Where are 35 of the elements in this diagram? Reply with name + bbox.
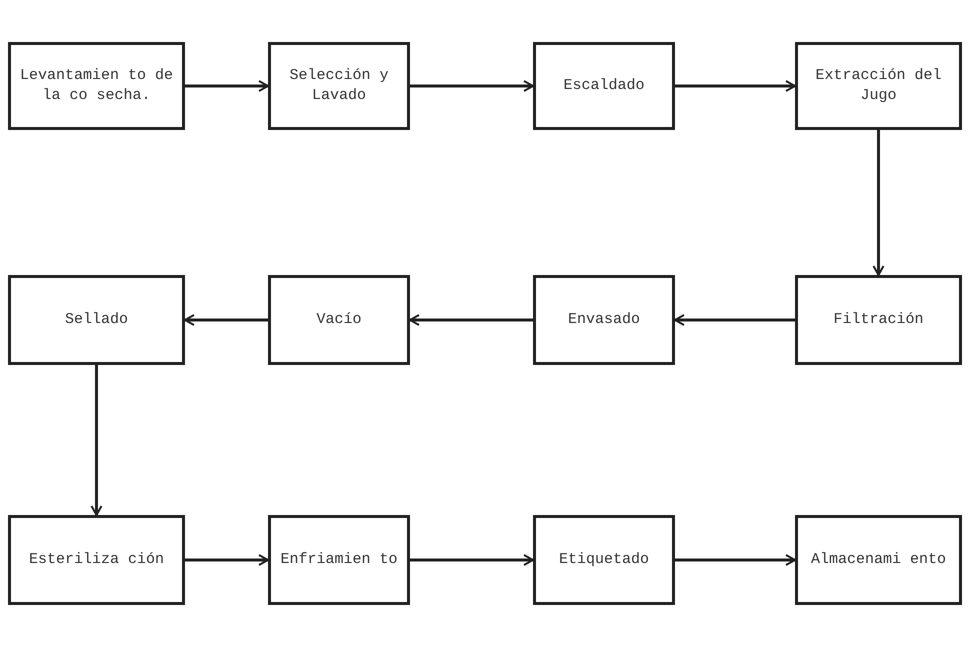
- process-box: [795, 42, 962, 130]
- arrow: [410, 554, 534, 566]
- process-label: Filtración: [833, 310, 924, 330]
- process-label: Etiquetado: [558, 550, 649, 570]
- arrow: [185, 554, 269, 566]
- process-box: [8, 275, 185, 365]
- process-box: [268, 42, 410, 130]
- arrow: [872, 130, 884, 276]
- arrow: [675, 80, 796, 92]
- process-label: Enfriamien to: [280, 550, 398, 570]
- process-box: [268, 515, 410, 605]
- process-label: Extracción del Jugo: [814, 66, 943, 106]
- process-box: [8, 515, 185, 605]
- arrow: [409, 314, 533, 326]
- process-box: [533, 275, 675, 365]
- arrow: [410, 80, 534, 92]
- process-box: [533, 42, 675, 130]
- process-box: [268, 275, 410, 365]
- process-box: [8, 42, 185, 130]
- arrow: [90, 365, 102, 516]
- process-box: [795, 515, 962, 605]
- process-label: Levantamien to de la co secha.: [18, 66, 174, 106]
- process-label: Selección y Lavado: [288, 66, 390, 106]
- arrow: [675, 554, 796, 566]
- process-label: Envasado: [568, 310, 640, 330]
- arrow: [184, 314, 268, 326]
- process-label: Almacenami ento: [810, 550, 946, 570]
- process-box: [533, 515, 675, 605]
- process-label: Sellado: [64, 310, 128, 330]
- process-label: Vacío: [316, 310, 362, 330]
- process-label: Esteriliza ción: [28, 550, 164, 570]
- arrow: [185, 80, 269, 92]
- arrow: [674, 314, 795, 326]
- process-label: Escaldado: [563, 76, 644, 96]
- process-box: [795, 275, 962, 365]
